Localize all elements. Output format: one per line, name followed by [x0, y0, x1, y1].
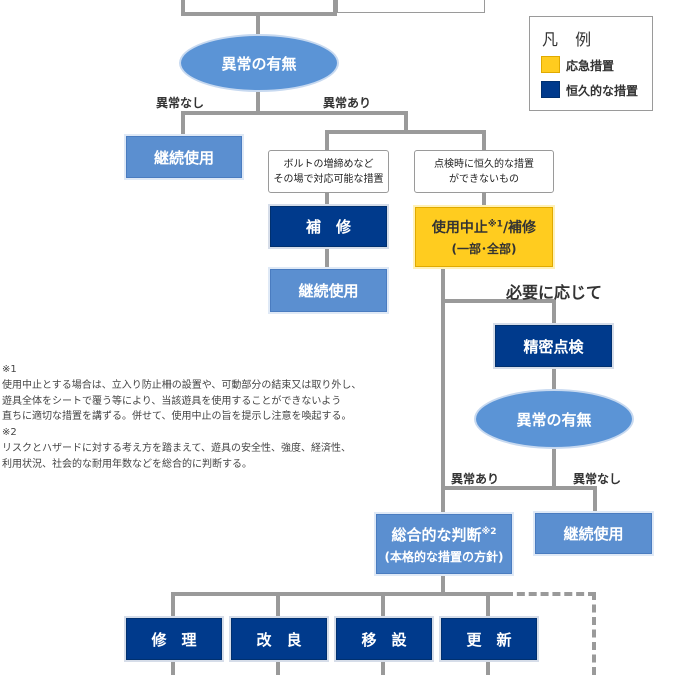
stop-use-sup: ※1: [487, 219, 503, 230]
action-label-relocate: 移 設: [361, 630, 407, 649]
legend-label-permanent: 恒久的な措置: [566, 84, 639, 98]
top-decision-label: 異常の有無: [221, 54, 297, 73]
continue-use-label-2: 継続使用: [298, 282, 359, 300]
note1-line: 直ちに適切な措置を講ずる。併せて、使用中止の旨を提示し注意を喚起する。: [2, 411, 352, 423]
note1-line: 使用中止とする場合は、立入り防止柵の設置や、可動部分の結束又は取り外し、: [2, 379, 362, 391]
top-anomaly-label: 異常あり: [323, 96, 372, 110]
action-box-renew: 更 新: [441, 618, 537, 660]
repair-box: 補 修: [270, 206, 387, 247]
legend-label-emergency: 応急措置: [566, 59, 615, 73]
stop-use-main: 使用中止: [431, 220, 488, 236]
second-no-anomaly-label: 異常なし: [573, 472, 622, 486]
condition-not-possible-line2: ができないもの: [449, 173, 519, 185]
stop-use-box: 使用中止※1/補修 (一部･全部): [415, 207, 553, 267]
legend: 凡 例 応急措置 恒久的な措置: [529, 16, 653, 111]
note2-line: 利用状況、社会的な耐用年数などを総合的に判断する。: [2, 458, 252, 470]
overall-judgment-sup: ※2: [481, 526, 497, 537]
action-label-renew: 更 新: [466, 630, 512, 649]
overall-judgment-sub: (本格的な措置の方針): [384, 549, 504, 564]
continue-use-box-3: 継続使用: [535, 513, 652, 554]
continue-use-box-1: 継続使用: [126, 136, 242, 178]
top-no-anomaly-label: 異常なし: [156, 96, 205, 110]
legend-swatch-emergency: [541, 56, 560, 73]
note1-mark: ※1: [2, 364, 17, 375]
repair-label: 補 修: [305, 218, 351, 236]
stop-use-suffix: /補修: [502, 220, 537, 236]
legend-title: 凡 例: [542, 30, 598, 49]
second-anomaly-label: 異常あり: [451, 472, 500, 486]
overall-judgment-main: 総合的な判断: [391, 525, 482, 544]
action-label-improve: 改 良: [256, 630, 302, 649]
second-decision-ellipse: 異常の有無: [474, 389, 634, 449]
legend-swatch-permanent: [541, 81, 560, 98]
footnotes: ※1 使用中止とする場合は、立入り防止柵の設置や、可動部分の結束又は取り外し、 …: [2, 362, 412, 473]
condition-on-site-line2: その場で対応可能な措置: [273, 173, 384, 185]
condition-box-not-possible: 点検時に恒久的な措置 ができないもの: [414, 150, 554, 193]
note1-line: 遊具全体をシートで覆う等により、当該遊具を使用することができないよう: [2, 395, 342, 407]
action-label-repair: 修 理: [151, 630, 197, 649]
condition-on-site-line1: ボルトの増締めなど: [283, 158, 374, 170]
second-decision-label: 異常の有無: [516, 410, 592, 429]
continue-use-label-1: 継続使用: [153, 148, 214, 167]
detailed-inspection-label: 精密点検: [523, 337, 584, 356]
continue-use-box-2: 継続使用: [270, 269, 387, 312]
overall-judgment-box: 総合的な判断※2 (本格的な措置の方針): [376, 514, 512, 574]
note2-mark: ※2: [2, 427, 17, 439]
condition-box-on-site: ボルトの増締めなど その場で対応可能な措置: [268, 150, 389, 193]
continue-use-label-3: 継続使用: [563, 525, 624, 543]
as-needed-label: 必要に応じて: [506, 283, 603, 302]
detailed-inspection-box: 精密点検: [495, 325, 612, 367]
top-decision-ellipse: 異常の有無: [179, 34, 339, 92]
note2-line: リスクとハザードに対する考え方を踏まえて、遊具の安全性、強度、経済性、: [2, 442, 351, 454]
action-box-improve: 改 良: [231, 618, 327, 660]
action-box-relocate: 移 設: [336, 618, 432, 660]
action-box-repair: 修 理: [126, 618, 222, 660]
stop-use-sub: (一部･全部): [451, 242, 517, 256]
condition-not-possible-line1: 点検時に恒久的な措置: [434, 158, 534, 170]
